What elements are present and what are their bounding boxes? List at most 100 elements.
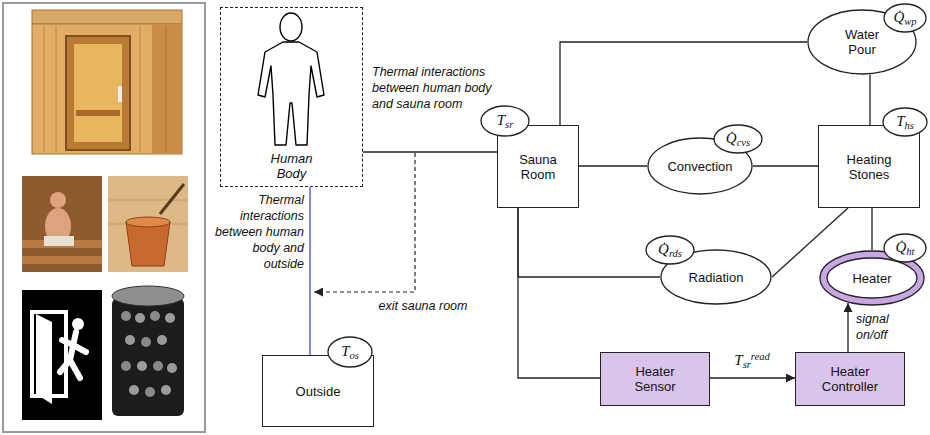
towel	[44, 236, 74, 246]
stone	[135, 313, 145, 323]
process-box: Sauna Room	[497, 125, 579, 208]
cabin-door	[66, 36, 130, 150]
variable-tag: Ths	[882, 107, 928, 137]
photo-ground	[108, 176, 188, 272]
connector	[869, 75, 870, 125]
node-text: Water Pour	[837, 27, 887, 57]
figure-head	[280, 13, 302, 41]
sauna-cabin-picture	[32, 10, 182, 154]
exit-sign-picture	[22, 290, 102, 420]
edge-label: Thermal interactions between human body …	[210, 192, 304, 272]
node-text: Outside	[296, 384, 341, 399]
ellipse-shape	[884, 4, 926, 32]
symbol-subscript: cvs	[737, 137, 750, 148]
wall-plank	[108, 200, 188, 201]
heater-stones-top	[112, 286, 184, 306]
edge-label: signal on/off	[856, 311, 906, 343]
cabin-bench	[76, 110, 120, 116]
symbol-subscript: rds	[669, 248, 682, 259]
variable-symbol: Ths	[896, 114, 914, 130]
cabin-plank	[166, 26, 167, 152]
variable-tag: Q̇rds	[645, 235, 695, 265]
ellipse-shape	[481, 106, 529, 136]
stone	[125, 335, 135, 345]
stone	[129, 385, 139, 395]
connector	[363, 151, 497, 152]
node-text: Heater	[852, 271, 891, 286]
variable-tag: Tos	[327, 336, 373, 368]
ellipse-shape	[648, 138, 752, 194]
symbol-base: T	[896, 113, 904, 129]
heater-cage	[112, 298, 184, 416]
ellipse-shape	[808, 10, 916, 74]
ellipse-shape	[820, 251, 924, 305]
controller-box: Heater Controller	[795, 352, 905, 406]
variable-symbol: Q̇rds	[658, 242, 682, 258]
sauna-person-photo	[22, 176, 102, 272]
ellipse-shape	[661, 250, 771, 304]
stone	[141, 337, 151, 347]
note-label: exit sauna room	[378, 298, 468, 314]
connector	[710, 377, 795, 378]
sensor-box: Heater Sensor	[600, 352, 710, 406]
symbol-subscript: ht	[906, 246, 914, 257]
symbol-superscript: read	[751, 351, 770, 362]
symbol-base: T	[734, 352, 742, 368]
process-box: Heating Stones	[818, 125, 920, 208]
connector	[518, 208, 600, 378]
symbol-subscript: os	[350, 350, 359, 361]
stone	[165, 313, 175, 323]
bucket-rim	[126, 217, 170, 227]
photo-panel	[3, 3, 205, 432]
ellipse-shape	[646, 236, 694, 264]
variable-symbol: Q̇cvs	[726, 131, 750, 147]
variable-symbol: Tsr	[497, 113, 514, 129]
cabin-side	[152, 24, 182, 154]
stone	[157, 335, 167, 345]
exit-dashed-arrow	[314, 153, 415, 292]
ellipse-shape	[883, 108, 927, 136]
connector	[560, 42, 807, 125]
symbol-subscript: sr	[505, 119, 513, 130]
door-handle	[118, 86, 122, 102]
symbol-base: Q̇	[658, 241, 669, 257]
node-text: Sauna Room	[508, 152, 568, 182]
cabin-glass	[74, 44, 122, 142]
connector	[309, 187, 310, 355]
ellipse-shape	[714, 125, 762, 153]
stone	[161, 385, 171, 395]
stone	[150, 311, 160, 321]
symbol-base: Q̇	[893, 9, 904, 25]
node-text: Heater Controller	[810, 364, 890, 394]
copper-bucket	[126, 222, 170, 266]
exit-sign-ground	[22, 290, 102, 420]
stone	[121, 361, 131, 371]
connector	[847, 303, 848, 352]
connector	[871, 208, 872, 250]
variable-tag: Q̇wp	[883, 3, 927, 33]
water-bucket-photo	[108, 176, 188, 272]
bench	[22, 256, 102, 264]
connector	[518, 208, 660, 277]
ring-inner	[827, 258, 917, 298]
node-text: Heater Sensor	[625, 364, 685, 394]
cabin-plank	[140, 26, 141, 152]
symbol-subscript: sr	[743, 359, 751, 370]
stone	[137, 361, 147, 371]
stone	[167, 363, 177, 373]
ellipse-shape	[884, 234, 926, 262]
human-figure	[258, 13, 324, 145]
cabin-body	[32, 24, 182, 154]
variable-tag: Tsr	[480, 105, 530, 137]
node-text: Heating Stones	[834, 152, 904, 182]
signal-name: Tsrread	[722, 352, 782, 370]
variable-tag: Q̇ht	[883, 233, 927, 263]
cabin-plank	[44, 26, 45, 152]
symbol-base: Q̇	[895, 239, 906, 255]
node-text: Convection	[667, 159, 732, 174]
ladle	[160, 184, 184, 214]
variable-symbol: Tos	[341, 344, 359, 360]
symbol-base: Q̇	[726, 130, 737, 146]
connector	[579, 165, 647, 166]
